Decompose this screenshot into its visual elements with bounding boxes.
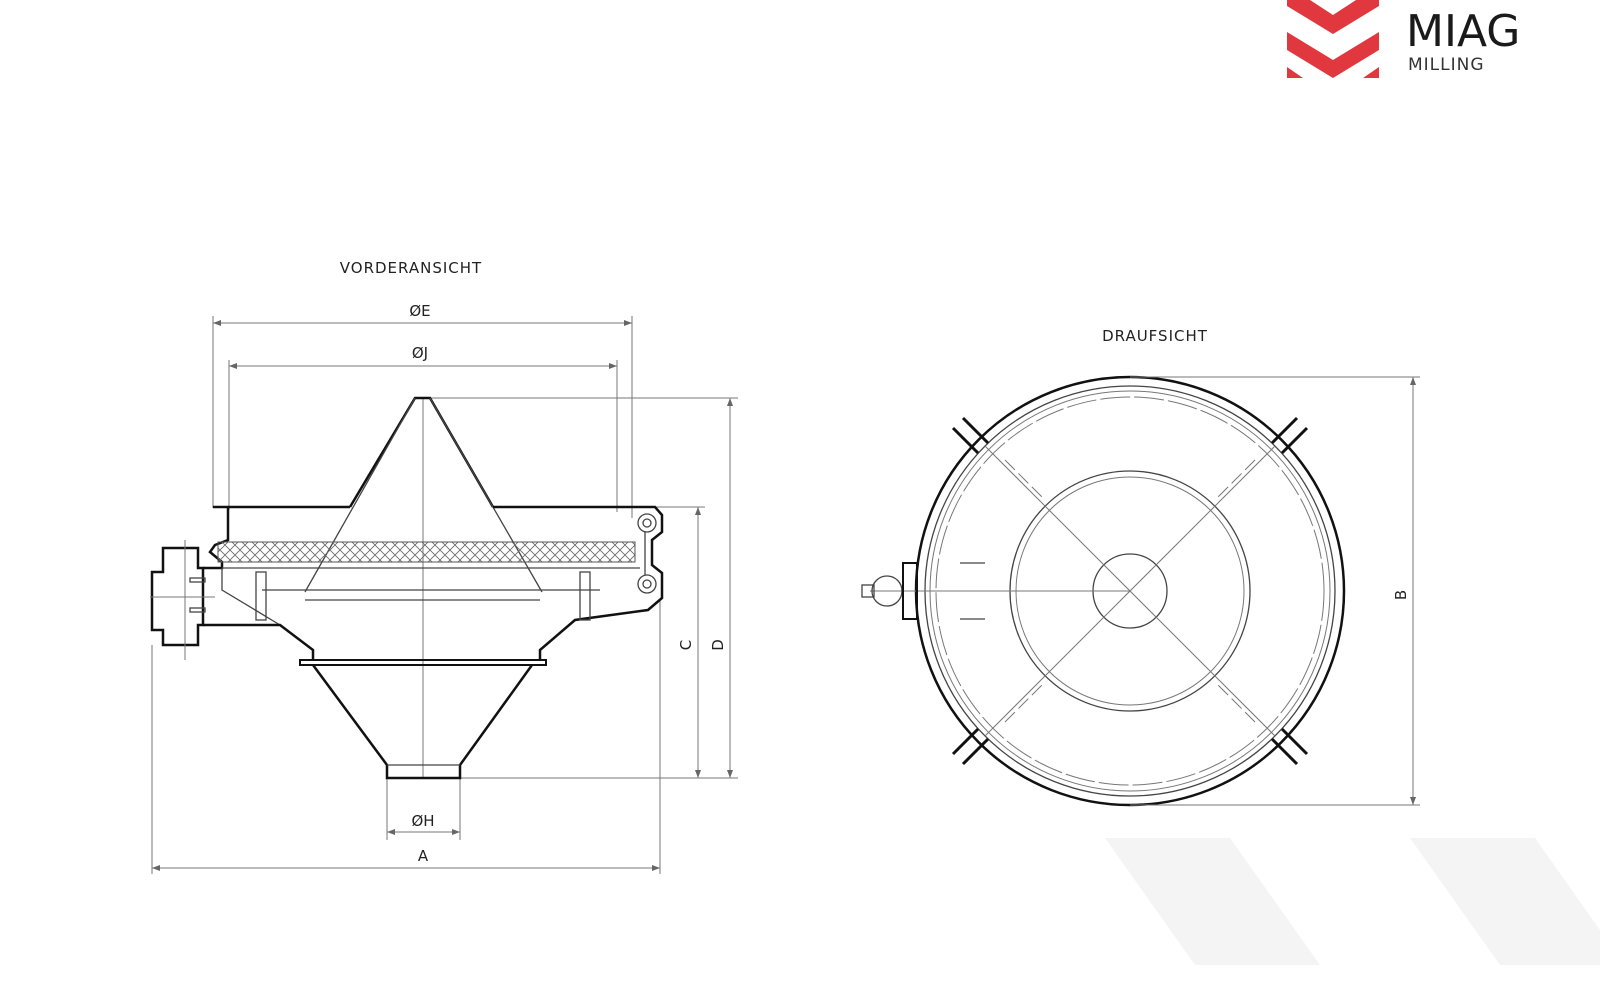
dim-e-label: ØE (409, 302, 430, 320)
logo-sub: MILLING (1408, 55, 1485, 75)
dim-d-label: D (709, 639, 727, 651)
front-view-title: VORDERANSICHT (340, 259, 482, 277)
top-view-title: DRAUFSICHT (1102, 327, 1208, 345)
dim-a-label: A (418, 847, 429, 865)
top-view: DRAUFSICHT B (861, 327, 1420, 807)
dim-b-label: B (1392, 590, 1410, 600)
front-view: VORDERANSICHT ØE ØJ C D ØH A (150, 259, 738, 874)
dim-c-label: C (677, 640, 695, 650)
logo-brand: MIAG (1406, 6, 1520, 57)
background-watermark (1105, 838, 1600, 965)
dim-j-label: ØJ (412, 344, 428, 362)
miag-logo: MIAG MILLING (1287, 0, 1520, 78)
dim-h-label: ØH (411, 812, 434, 830)
